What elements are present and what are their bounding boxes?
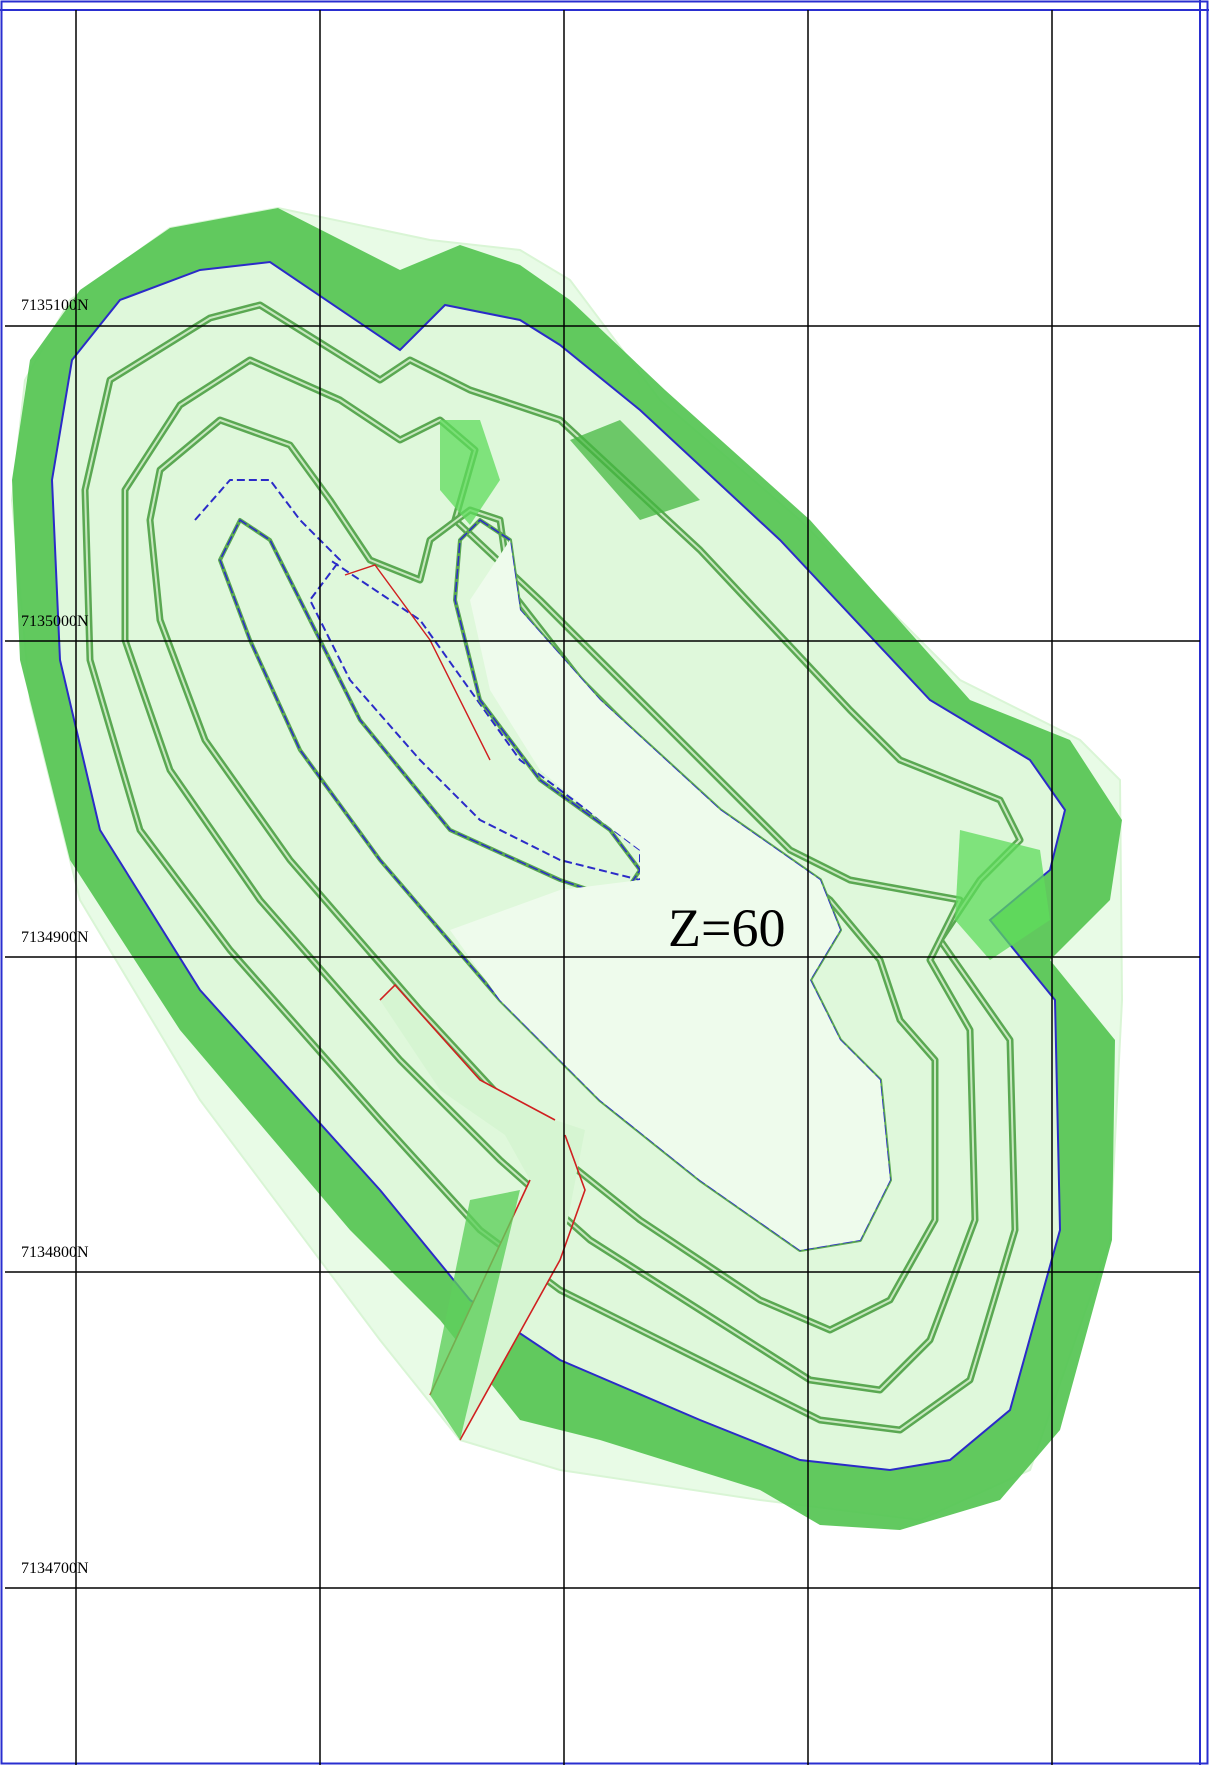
ramp-toe-right — [459, 1134, 586, 1441]
bench-contour-1-edge — [84, 304, 1021, 1431]
pit-floor-outline — [194, 479, 641, 881]
northing-label: 7134800N — [21, 1244, 89, 1261]
facet-east-nose — [955, 830, 1050, 960]
facet-upper-notch — [440, 420, 500, 525]
wall-facets — [440, 420, 1050, 960]
coordinate-grid — [5, 10, 1200, 1765]
northing-label: 7135000N — [21, 613, 89, 630]
northing-labels: 7135100N 7135000N 7134900N 7134800N 7134… — [21, 297, 89, 1577]
ramp-wall-shade — [430, 1190, 520, 1440]
pit-floor-fill — [450, 540, 890, 1250]
ramp-body — [380, 985, 585, 1440]
northing-label: 7135100N — [21, 297, 89, 314]
haul-ramp — [344, 564, 586, 1441]
facet-ne-wall — [570, 420, 700, 520]
bench-contour-3-edge — [149, 419, 936, 1331]
northing-label: 7134700N — [21, 1560, 89, 1577]
elevation-label: Z=60 — [668, 898, 785, 958]
northing-label: 7134900N — [21, 929, 89, 946]
ramp-upper-toe — [344, 564, 491, 761]
